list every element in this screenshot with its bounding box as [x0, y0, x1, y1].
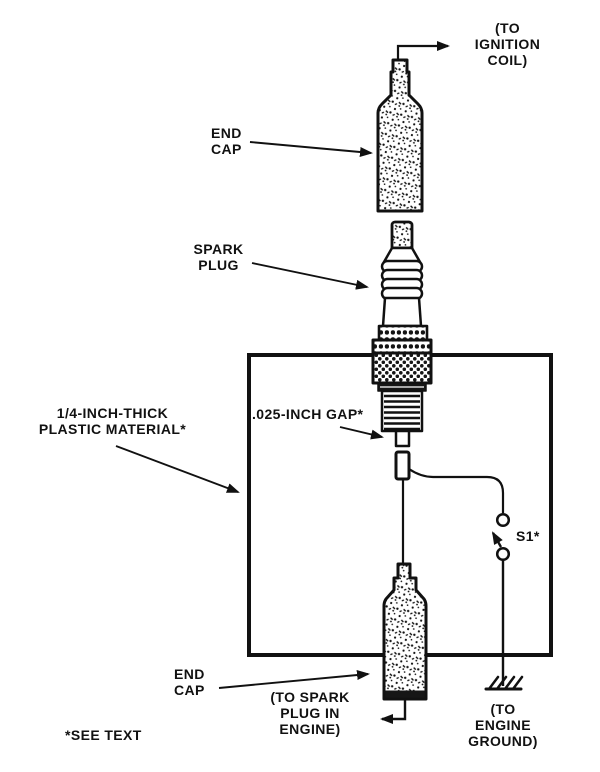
label-to-engine-ground: (TO ENGINE GROUND) [468, 701, 538, 749]
plug-terminal [390, 220, 414, 250]
plug-hex-nut [371, 351, 433, 385]
label-spark-plug: SPARK PLUG [193, 241, 244, 273]
spark-plug-shape [371, 220, 433, 448]
plug-threads [380, 389, 424, 433]
switch-terminal-bottom [495, 546, 511, 562]
label-end-cap-top: END CAP [211, 125, 242, 157]
leader-spark-plug [251, 262, 369, 290]
plug-shell-band [371, 338, 433, 355]
plug-insulator-ribs [380, 259, 424, 301]
bottom-end-cap [382, 562, 428, 701]
top-end-cap [376, 58, 424, 213]
gap-electrode [394, 450, 411, 481]
switch-s1 [491, 512, 511, 562]
leader-gap [339, 426, 384, 440]
plug-insulator [381, 296, 423, 328]
switch-terminal-top [495, 512, 511, 528]
label-end-cap-bottom: END CAP [174, 666, 205, 698]
leader-end-cap-top [249, 141, 373, 157]
leader-plastic [115, 445, 240, 493]
label-switch-s1: S1* [516, 528, 540, 544]
end-cap-bottom-band [385, 690, 425, 698]
plug-center-electrode [394, 429, 411, 448]
label-to-ignition-coil: (TO IGNITION COIL) [474, 20, 541, 68]
wire-gap-to-switch [408, 468, 505, 513]
switch-blade-arrow [491, 531, 503, 548]
label-to-spark-plug: (TO SPARK PLUG IN ENGINE) [270, 689, 350, 737]
plug-crimp-band [377, 324, 429, 342]
wire-to-ignition-coil [396, 41, 450, 62]
ground-symbol [484, 675, 524, 691]
label-plastic-material: 1/4-INCH-THICK PLASTIC MATERIAL* [38, 405, 187, 437]
label-gap: .025-INCH GAP* [252, 406, 364, 422]
leader-end-cap-bottom [218, 670, 370, 689]
label-see-text: *SEE TEXT [65, 727, 142, 743]
wire-to-engine-arrow [380, 700, 407, 724]
